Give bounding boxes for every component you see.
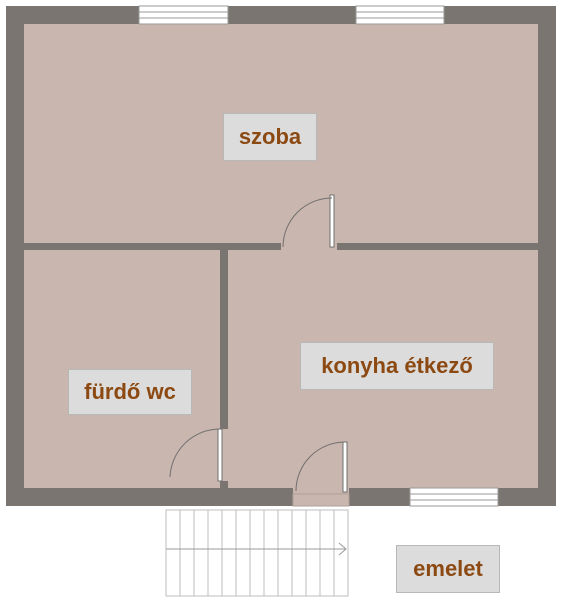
door-entrance — [295, 441, 348, 493]
staircase — [165, 509, 349, 597]
window-top-right — [355, 5, 445, 25]
floor-area — [8, 8, 556, 506]
window-bottom — [409, 487, 499, 507]
window-top-left — [138, 5, 229, 25]
interior-walls — [24, 243, 538, 490]
door-szoba — [282, 194, 335, 248]
door-furdo — [169, 428, 223, 482]
floor-level-label: emelet — [396, 545, 500, 593]
room-label-szoba: szoba — [223, 113, 317, 161]
room-label-konyha-etkezo: konyha étkező — [300, 342, 494, 390]
room-label-furdo-wc: fürdő wc — [68, 369, 192, 415]
entrance-threshold — [292, 493, 350, 507]
stair-treads — [179, 510, 335, 596]
outer-walls — [6, 6, 556, 506]
stair-direction-arrow — [166, 542, 347, 556]
